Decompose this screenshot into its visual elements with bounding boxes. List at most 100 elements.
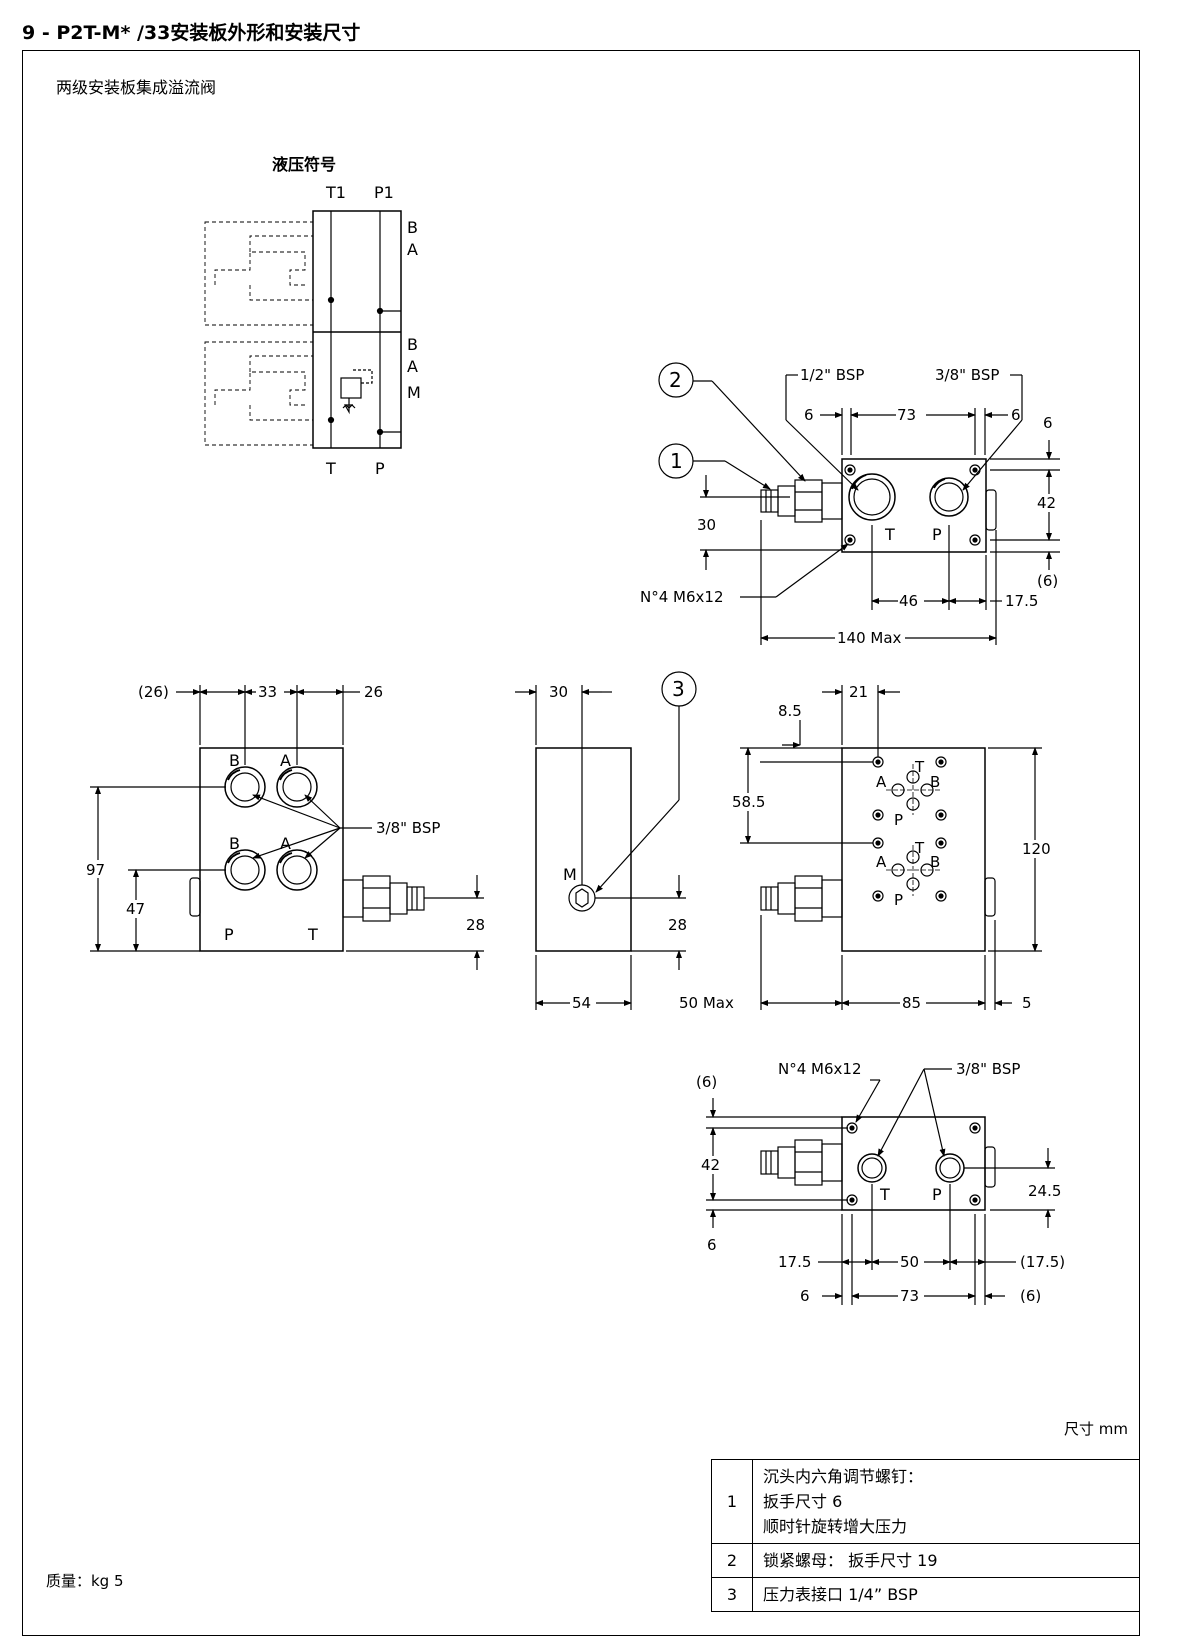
svg-text:28: 28 <box>668 916 687 934</box>
svg-text:1: 1 <box>670 449 683 473</box>
top-view-thread-half: 1/2" BSP <box>800 366 864 384</box>
svg-text:17.5: 17.5 <box>778 1253 811 1271</box>
legend-table: 1 沉头内六角调节螺钉： 扳手尺寸 6 顺时针旋转增大压力 2 锁紧螺母： 扳手… <box>711 1459 1140 1612</box>
top-view-thread-3-8: 3/8" BSP <box>935 366 999 384</box>
svg-text:54: 54 <box>572 994 591 1012</box>
svg-text:6: 6 <box>1011 406 1021 424</box>
svg-text:140 Max: 140 Max <box>837 629 902 647</box>
svg-text:T: T <box>914 839 925 857</box>
callout-2 <box>658 362 694 398</box>
legend-row: 3 压力表接口 1/4” BSP <box>711 1577 1140 1612</box>
svg-text:(6): (6) <box>1037 572 1058 590</box>
top-view-port-p: P <box>932 525 942 544</box>
unit-label: 尺寸 mm <box>1064 1420 1128 1438</box>
symbol-port-t: T <box>325 459 336 478</box>
svg-text:73: 73 <box>897 406 916 424</box>
svg-text:42: 42 <box>1037 494 1056 512</box>
svg-text:46: 46 <box>899 592 918 610</box>
svg-text:A: A <box>876 853 887 871</box>
rear-view-body <box>841 747 986 952</box>
svg-text:120: 120 <box>1022 840 1051 858</box>
legend-row: 1 沉头内六角调节螺钉： 扳手尺寸 6 顺时针旋转增大压力 <box>711 1459 1140 1544</box>
symbol-port-m: M <box>407 383 421 402</box>
svg-text:P: P <box>894 891 903 909</box>
top-view-port-t: T <box>884 525 895 544</box>
svg-text:P: P <box>932 1185 942 1204</box>
legend-row: 2 锁紧螺母： 扳手尺寸 19 <box>711 1543 1140 1578</box>
svg-text:8.5: 8.5 <box>778 702 802 720</box>
svg-text:30: 30 <box>697 516 716 534</box>
svg-text:(6): (6) <box>1020 1287 1041 1305</box>
bottom-view-screws: N°4 M6x12 <box>778 1060 861 1078</box>
svg-text:2: 2 <box>669 368 682 392</box>
svg-text:T: T <box>307 925 318 944</box>
svg-text:6: 6 <box>800 1287 810 1305</box>
bottom-view: T P N°4 M6x12 3/8" BSP (6) 42 6 <box>696 1060 1065 1305</box>
svg-text:50: 50 <box>900 1253 919 1271</box>
front-view-body <box>199 747 344 952</box>
drawing-frame <box>22 50 1140 1636</box>
svg-text:21: 21 <box>849 683 868 701</box>
svg-text:47: 47 <box>126 900 145 918</box>
symbol-port-a-lower: A <box>407 357 418 376</box>
symbol-port-b-upper: B <box>407 218 418 237</box>
svg-text:B: B <box>930 853 940 871</box>
symbol-port-p: P <box>375 459 385 478</box>
svg-text:28: 28 <box>466 916 485 934</box>
drawing-subtitle: 两级安装板集成溢流阀 <box>56 78 217 97</box>
svg-text:A: A <box>280 751 291 770</box>
svg-text:26: 26 <box>364 683 383 701</box>
svg-text:(26): (26) <box>138 683 169 701</box>
svg-text:B: B <box>229 834 240 853</box>
page-title: 9 - P2T-M* /33安装板外形和安装尺寸 <box>22 22 361 44</box>
svg-text:6: 6 <box>707 1236 717 1254</box>
legend-number: 1 <box>711 1459 753 1544</box>
svg-text:M: M <box>563 865 577 884</box>
legend-number: 3 <box>711 1577 753 1612</box>
svg-text:T: T <box>879 1185 890 1204</box>
svg-text:A: A <box>876 773 887 791</box>
svg-text:3: 3 <box>672 677 685 701</box>
front-view: B A B A P T 3/8" BSP <box>84 683 485 970</box>
symbol-port-t1: T1 <box>325 183 346 202</box>
svg-text:6: 6 <box>1043 414 1053 432</box>
svg-text:T: T <box>914 758 925 776</box>
svg-text:97: 97 <box>86 861 105 879</box>
symbol-port-b-lower: B <box>407 335 418 354</box>
svg-text:B: B <box>229 751 240 770</box>
side-view-body <box>535 747 632 952</box>
svg-text:(17.5): (17.5) <box>1020 1253 1065 1271</box>
top-view-body <box>841 458 987 553</box>
top-view-screws: N°4 M6x12 <box>640 588 723 606</box>
svg-text:50 Max: 50 Max <box>679 994 734 1012</box>
relief-valve-symbol <box>340 377 362 399</box>
top-view: T P 2 1 1/2" BSP 3/8" BSP 6 73 6 <box>640 362 1062 647</box>
svg-text:B: B <box>930 773 940 791</box>
svg-text:73: 73 <box>900 1287 919 1305</box>
symbol-port-a-upper: A <box>407 240 418 259</box>
svg-text:58.5: 58.5 <box>732 793 765 811</box>
svg-text:6: 6 <box>804 406 814 424</box>
symbol-body <box>312 210 402 449</box>
svg-text:17.5: 17.5 <box>1005 592 1038 610</box>
svg-text:85: 85 <box>902 994 921 1012</box>
hydraulic-symbol: 液压符号 T1 P1 B A B A M T P <box>204 155 421 478</box>
legend-description: 锁紧螺母： 扳手尺寸 19 <box>752 1543 1140 1578</box>
mass-label: 质量：kg 5 <box>46 1572 124 1590</box>
legend-number: 2 <box>711 1543 753 1578</box>
svg-text:5: 5 <box>1022 994 1032 1012</box>
svg-text:P: P <box>224 925 234 944</box>
svg-text:P: P <box>894 811 903 829</box>
svg-text:33: 33 <box>258 683 277 701</box>
legend-description: 压力表接口 1/4” BSP <box>752 1577 1140 1612</box>
side-view: M 3 30 28 54 <box>515 671 697 1012</box>
svg-text:A: A <box>280 834 291 853</box>
svg-text:(6): (6) <box>696 1073 717 1091</box>
bottom-view-thread: 3/8" BSP <box>956 1060 1020 1078</box>
symbol-title: 液压符号 <box>272 155 336 174</box>
rear-view: T A B P T A B P 21 <box>679 683 1054 1012</box>
front-view-thread: 3/8" BSP <box>376 819 440 837</box>
svg-text:30: 30 <box>549 683 568 701</box>
svg-text:42: 42 <box>701 1156 720 1174</box>
symbol-port-p1: P1 <box>374 183 394 202</box>
